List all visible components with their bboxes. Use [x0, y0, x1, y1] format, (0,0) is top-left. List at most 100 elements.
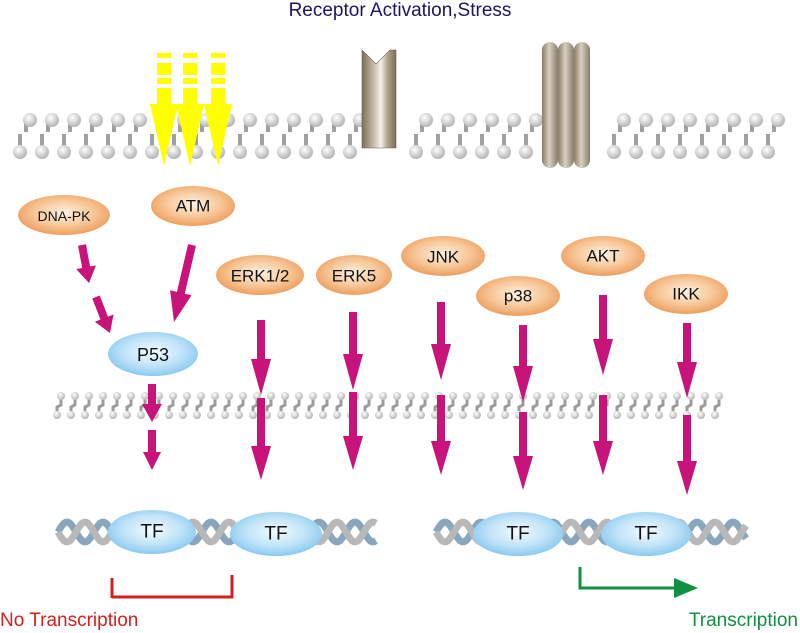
lipid-head: [365, 392, 373, 400]
lipid-tail: [489, 400, 497, 411]
stimulus-dash: [183, 88, 197, 104]
tf-left-1: TF: [108, 510, 196, 554]
lipid-tail: [458, 134, 462, 146]
lipid-head: [305, 411, 313, 419]
node-erk12: ERK1/2: [216, 255, 304, 295]
lipid-head: [473, 411, 481, 419]
lipid-head: [235, 411, 243, 419]
tf-right-2-label: TF: [634, 524, 657, 545]
node-ikk: IKK: [644, 274, 728, 314]
lipid-tail: [517, 400, 525, 411]
lipid-head: [629, 145, 643, 159]
lipid-head: [169, 392, 177, 400]
lipid-tail: [84, 134, 88, 146]
lipid-head: [701, 392, 709, 400]
signal-arrow: [593, 395, 613, 475]
signal-arrow: [513, 412, 533, 490]
lipid-head: [67, 411, 75, 419]
lipid-head: [295, 392, 303, 400]
lipid-tail: [251, 400, 259, 411]
lipid-head: [485, 113, 499, 127]
lipid-head: [281, 392, 289, 400]
transcription-indicator: [578, 567, 698, 598]
lipid-tail: [194, 134, 198, 146]
lipid-tail: [524, 134, 528, 146]
stimulus-dash: [183, 78, 197, 84]
lipid-head: [715, 392, 723, 400]
tf-right-2: TF: [601, 512, 691, 556]
lipid-head: [695, 145, 709, 159]
stimulus-dash: [211, 78, 225, 84]
lipid-tail: [744, 134, 748, 146]
lipid-head: [35, 145, 49, 159]
lipid-head: [101, 145, 115, 159]
lipid-head: [727, 113, 741, 127]
lipid-tail: [612, 134, 616, 146]
signal-arrow: [593, 295, 613, 375]
lipid-head: [739, 145, 753, 159]
lipid-head: [421, 392, 429, 400]
lipid-head: [407, 392, 415, 400]
lipid-tail: [293, 400, 301, 411]
lipid-tail: [643, 400, 651, 411]
lipid-head: [85, 392, 93, 400]
lipid-head: [491, 392, 499, 400]
lipid-tail: [377, 400, 385, 411]
lipid-tail: [335, 400, 343, 411]
lipid-head: [477, 392, 485, 400]
lipid-head: [95, 411, 103, 419]
signal-arrow: [343, 312, 363, 390]
lipid-tail: [531, 400, 539, 411]
lipid-tail: [699, 400, 707, 411]
lipid-tail: [150, 134, 154, 146]
lipid-head: [475, 145, 489, 159]
lipid-head: [683, 113, 697, 127]
node-erk12-label: ERK1/2: [231, 267, 290, 286]
lipid-head: [299, 145, 313, 159]
lipid-head: [639, 113, 653, 127]
lipid-head: [501, 411, 509, 419]
lipid-tail: [436, 134, 440, 146]
lipid-head: [445, 411, 453, 419]
diagram-title: Receptor Activation,Stress: [289, 0, 512, 21]
channel-receptor: [361, 49, 397, 149]
lipid-tail: [237, 400, 245, 411]
lipid-tail: [480, 134, 484, 146]
lipid-head: [145, 145, 159, 159]
lipid-tail: [629, 400, 637, 411]
lipid-head: [543, 411, 551, 419]
lipid-head: [673, 145, 687, 159]
signal-arrow: [142, 384, 162, 422]
lipid-head: [287, 113, 301, 127]
lipid-head: [319, 411, 327, 419]
tf-right-1-label: TF: [506, 524, 529, 545]
lipid-head: [333, 411, 341, 419]
lipid-tail: [461, 400, 469, 411]
tf-left-1-label: TF: [140, 522, 163, 543]
lipid-tail: [279, 400, 287, 411]
lipid-head: [225, 392, 233, 400]
node-erk5-label: ERK5: [332, 267, 376, 286]
lipid-head: [277, 411, 285, 419]
lipid-head: [53, 411, 61, 419]
lipid-head: [167, 145, 181, 159]
lipid-head: [417, 411, 425, 419]
stimulus-dash: [183, 53, 197, 58]
lipid-tail: [700, 134, 704, 146]
lipid-head: [441, 113, 455, 127]
lipid-head: [607, 145, 621, 159]
lipid-head: [183, 392, 191, 400]
lipid-head: [375, 411, 383, 419]
lipid-tail: [18, 134, 22, 146]
signal-arrows: [76, 244, 697, 495]
lipid-tail: [414, 134, 418, 146]
signal-arrow: [431, 395, 451, 475]
lipid-tail: [111, 400, 119, 411]
lipid-head: [533, 392, 541, 400]
lipid-tail: [348, 134, 352, 146]
lipid-tail: [363, 400, 371, 411]
lipid-tail: [304, 134, 308, 146]
lipid-head: [641, 411, 649, 419]
node-p53: P53: [108, 332, 198, 376]
lipid-tail: [587, 400, 595, 411]
